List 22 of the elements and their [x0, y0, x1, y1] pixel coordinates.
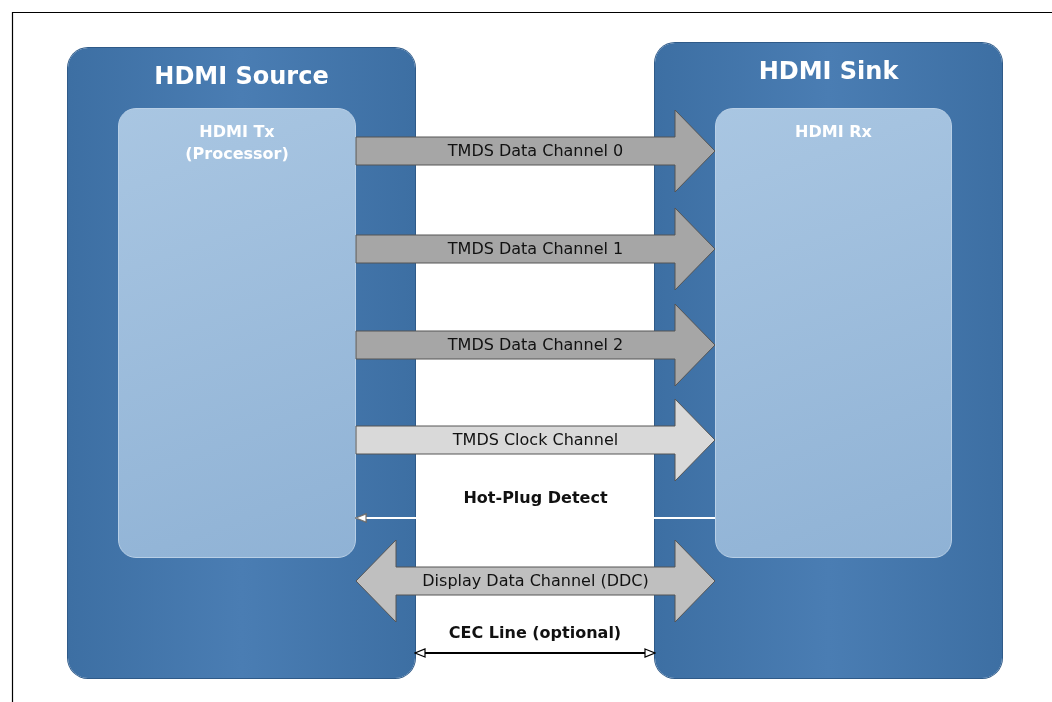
chip-label: HDMI Rx — [794, 121, 873, 143]
edge-label: TMDS Data Channel 2 — [447, 337, 624, 353]
chip-box — [118, 108, 356, 558]
edge-label: TMDS Data Channel 0 — [447, 143, 624, 159]
chip-box — [715, 108, 952, 558]
block-arrow — [355, 303, 716, 387]
device-panel — [655, 43, 1002, 678]
edge-label: Hot-Plug Detect — [463, 490, 608, 506]
edge-label: Display Data Channel (DDC) — [422, 573, 649, 589]
block-arrow — [355, 207, 716, 291]
edge-label: TMDS Data Channel 1 — [447, 241, 624, 257]
block-arrow — [355, 109, 716, 193]
edge-label: TMDS Clock Channel — [452, 432, 619, 448]
device-panel — [68, 48, 415, 678]
arrow — [355, 513, 716, 523]
panel-title: HDMI Source — [153, 62, 330, 90]
double-arrow — [355, 539, 716, 623]
arrow — [414, 648, 656, 658]
panel-title: HDMI Sink — [757, 57, 900, 85]
block-arrow — [355, 398, 716, 482]
chip-label: HDMI Tx (Processor) — [184, 121, 290, 165]
edge-label: CEC Line (optional) — [448, 625, 622, 641]
